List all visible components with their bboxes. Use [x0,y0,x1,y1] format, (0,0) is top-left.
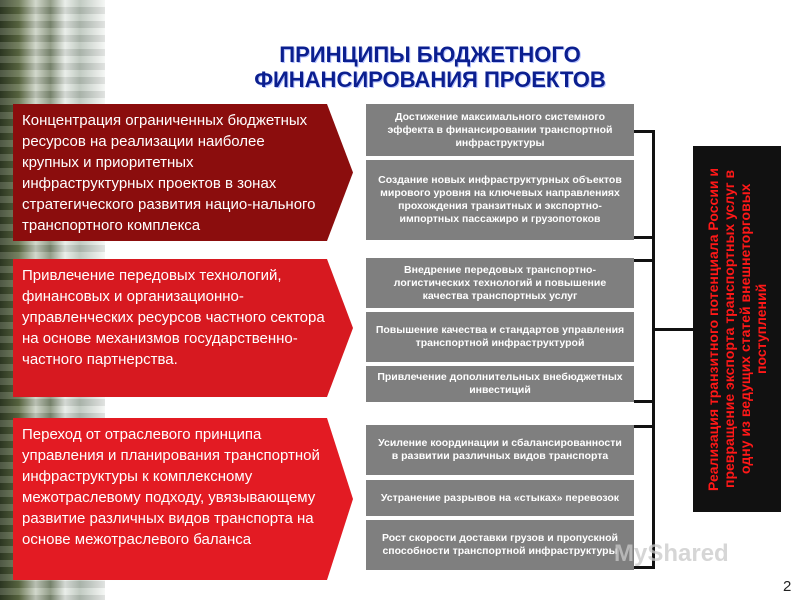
outcome-box-7: Устранение разрывов на «стыках» перевозо… [366,480,634,516]
watermark-logo: MyShared [614,540,729,567]
principle-arrow-1: Концентрация ограниченных бюджетных ресу… [13,104,353,241]
brace-group3-top-tick [634,425,655,428]
page-title: ПРИНЦИПЫ БЮДЖЕТНОГО ФИНАНСИРОВАНИЯ ПРОЕК… [254,42,606,92]
result-box: Реализация транзитного потенциала России… [693,146,781,512]
outcome-box-6: Усиление координации и сбалансированност… [366,425,634,475]
outcome-box-4: Повышение качества и стандартов управлен… [366,312,634,362]
brace-group2-bottom-tick [634,400,655,403]
principle-arrow-2: Привлечение передовых технологий, финанс… [13,259,353,397]
brace-top-tick [634,130,655,133]
outcome-box-8: Рост скорости доставки грузов и пропускн… [366,520,634,570]
outcome-box-3: Внедрение передовых транспортно-логистич… [366,258,634,308]
principle-arrow-3: Переход от отраслевого принципа управлен… [13,418,353,580]
result-text: Реализация транзитного потенциала России… [705,167,769,491]
outcome-box-2: Создание новых инфраструктурных объектов… [366,160,634,240]
brace-vertical-line [652,130,655,568]
brace-group1-tick [634,236,655,239]
brace-group2-top-tick [634,259,655,262]
outcome-box-1: Достижение максимального системного эффе… [366,104,634,156]
brace-connector [655,328,693,331]
page-number: 2 [783,578,792,595]
brace-bottom-tick [634,566,655,569]
outcome-box-5: Привлечение дополнительных внебюджетных … [366,366,634,402]
